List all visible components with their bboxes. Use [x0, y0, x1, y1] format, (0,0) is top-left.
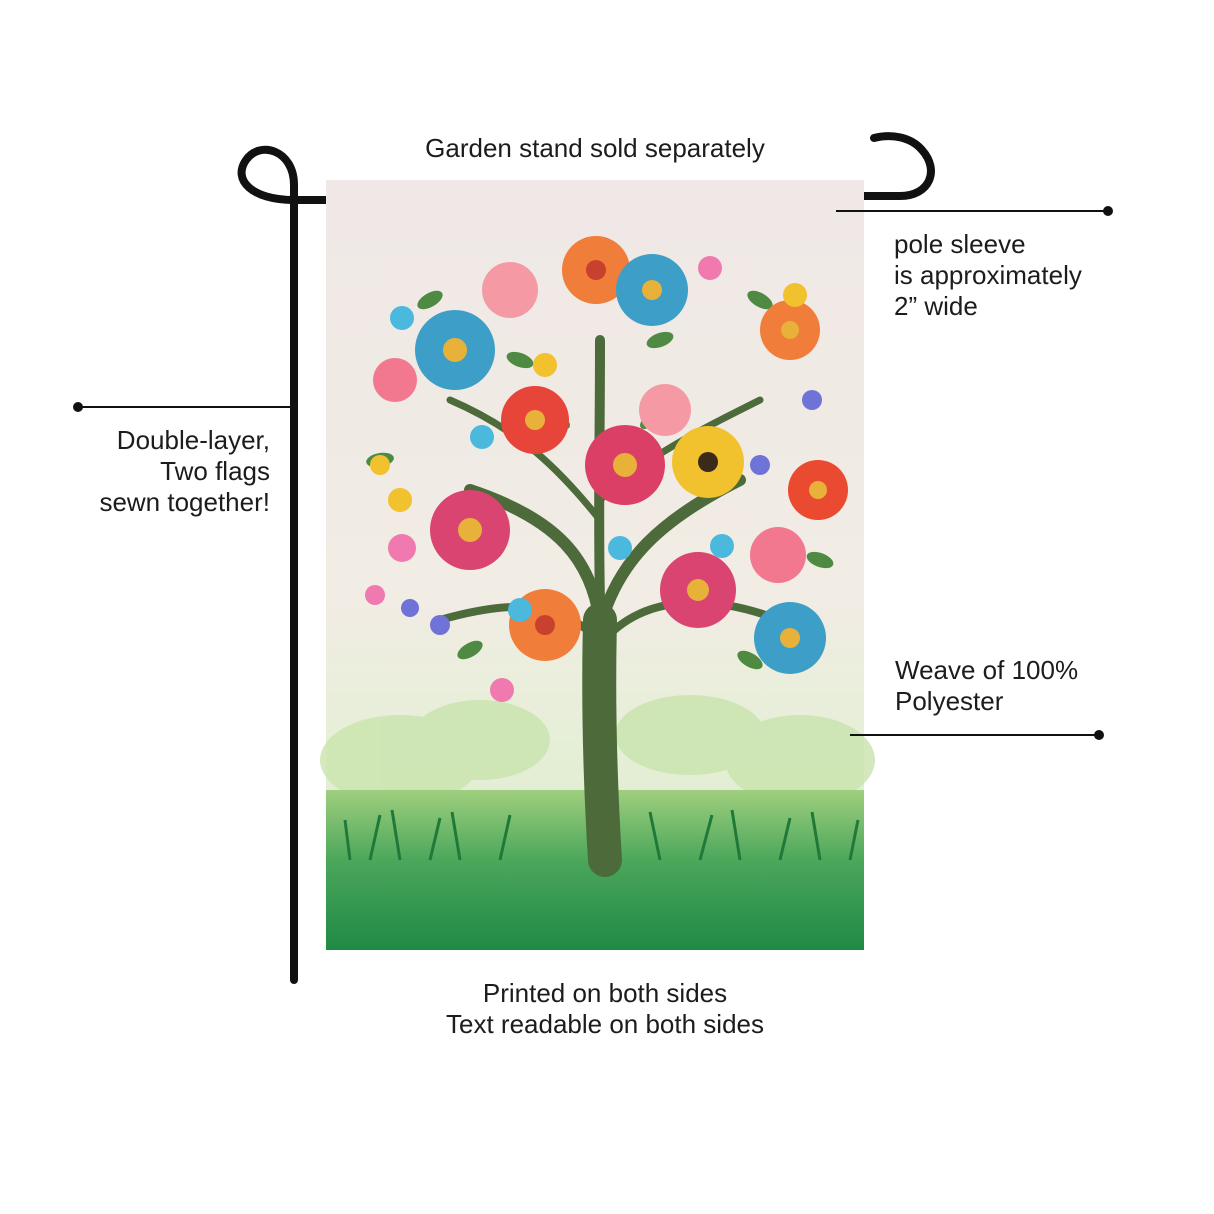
material-line-2: Polyester — [895, 686, 1004, 716]
layer-line-3: sewn together! — [99, 487, 270, 517]
print-line-2: Text readable on both sides — [446, 1009, 764, 1039]
print-note: Printed on both sides Text readable on b… — [405, 978, 805, 1040]
sleeve-note: pole sleeve is approximately 2” wide — [894, 229, 1082, 322]
layer-note: Double-layer, Two flags sewn together! — [60, 425, 270, 518]
material-leader-dot — [1094, 730, 1104, 740]
layer-line-2: Two flags — [160, 456, 270, 486]
sleeve-line-1: pole sleeve — [894, 229, 1026, 259]
material-line-1: Weave of 100% — [895, 655, 1079, 685]
layer-leader-line — [78, 406, 294, 408]
stand-note: Garden stand sold separately — [425, 133, 765, 163]
sleeve-line-3: 2” wide — [894, 291, 978, 321]
garden-flag — [320, 180, 875, 950]
material-note: Weave of 100% Polyester — [895, 655, 1078, 717]
layer-leader-dot — [73, 402, 83, 412]
layer-line-1: Double-layer, — [116, 425, 270, 455]
flower-tree-illustration — [365, 236, 848, 702]
sleeve-line-2: is approximately — [894, 260, 1082, 290]
material-leader-line — [850, 734, 1100, 736]
sleeve-leader-line — [836, 210, 1108, 212]
sleeve-leader-dot — [1103, 206, 1113, 216]
garden-stand-icon — [237, 132, 935, 984]
print-line-1: Printed on both sides — [482, 978, 728, 1008]
